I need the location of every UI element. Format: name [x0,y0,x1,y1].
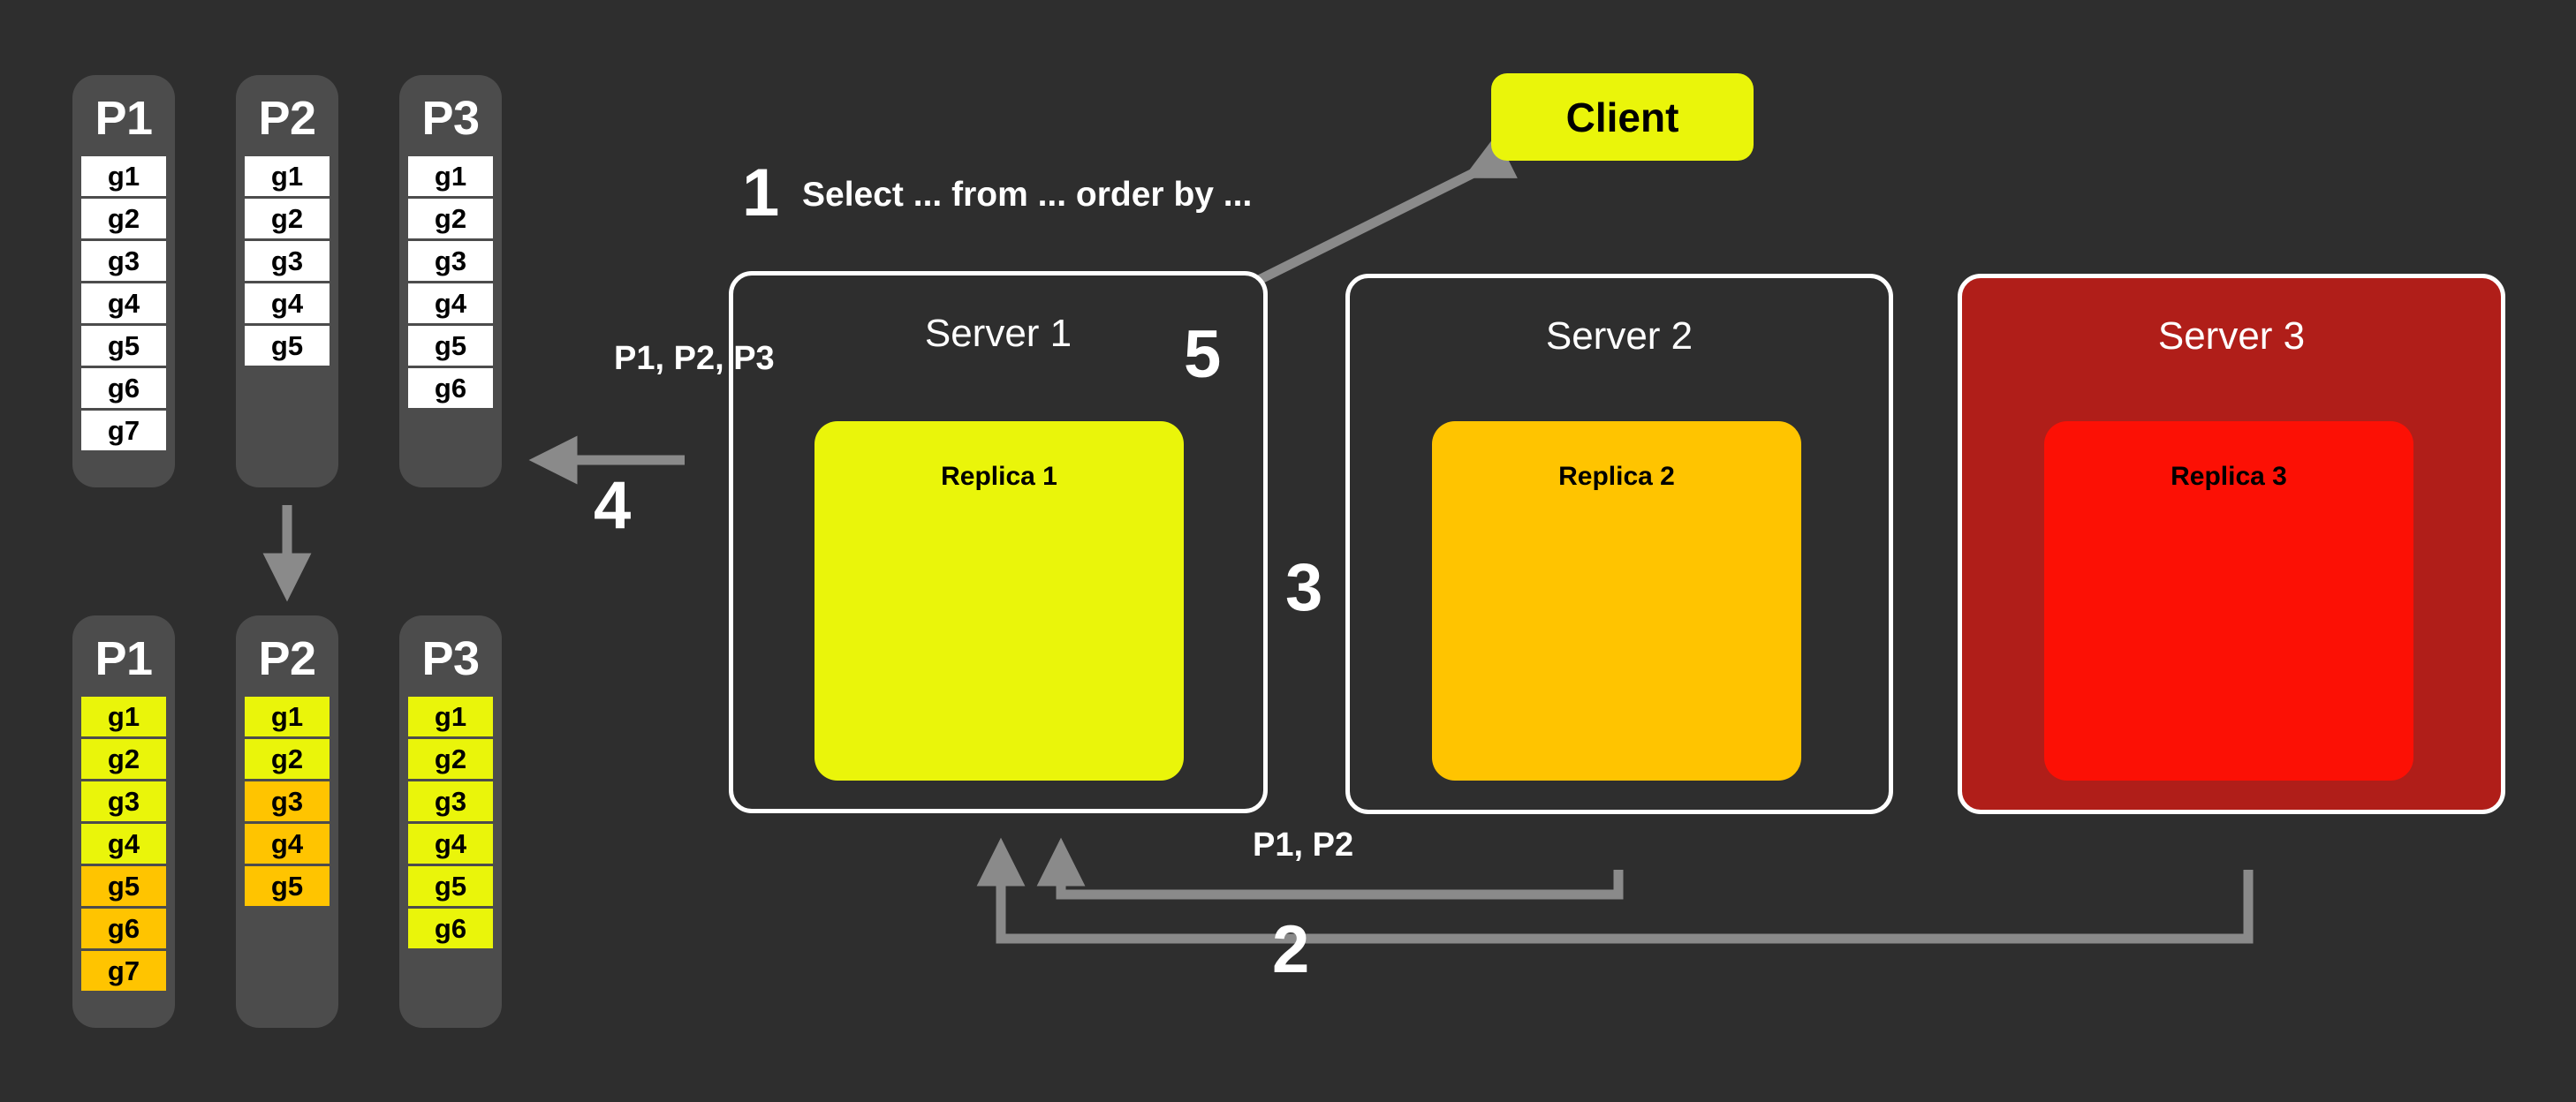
partition-cell: g7 [81,411,166,450]
replica-2-label: Replica 2 [1558,462,1675,491]
query-label: Select ... from ... order by ... [802,176,1253,214]
partition-title: P1 [95,92,153,145]
partition-cell: g2 [81,199,166,238]
step-number-5: 5 [1184,317,1222,392]
partition-title: P2 [258,632,316,685]
partition-cell: g5 [81,326,166,366]
partition-cell: g7 [81,951,166,991]
partition-cell: g2 [408,199,493,238]
partition-cell: g1 [81,697,166,736]
partition-cell: g1 [81,156,166,196]
step-number-4: 4 [594,468,632,543]
partition-cell: g1 [408,697,493,736]
partition-cell: g4 [245,824,330,864]
server-2-title: Server 2 [1545,314,1693,358]
replica-3-box[interactable]: Replica 3 [2044,421,2413,781]
partition-cells: g1 g2 g3 g4 g5 [236,697,338,906]
partition-cell: g3 [81,241,166,281]
partition-cell: g1 [245,697,330,736]
partition-cell: g5 [245,866,330,906]
partition-cell: g5 [408,866,493,906]
partition-cell: g4 [245,283,330,323]
partitions-all-label: P1, P2, P3 [614,340,775,377]
server-3-title: Server 3 [2157,314,2306,358]
step-number-1: 1 [742,155,780,230]
step-number-3: 3 [1285,550,1323,625]
partition-cell: g1 [245,156,330,196]
partition-cell: g2 [245,199,330,238]
partition-column-top-p1: P1 g1 g2 g3 g4 g5 g6 g7 [72,75,175,487]
partition-cells: g1 g2 g3 g4 g5 g6 g7 [72,697,175,991]
partition-title: P2 [258,92,316,145]
partition-cell: g5 [408,326,493,366]
replica-3-label: Replica 3 [2171,462,2287,491]
partition-cell: g3 [408,241,493,281]
partition-column-bottom-p2: P2 g1 g2 g3 g4 g5 [236,615,338,1028]
partition-column-top-p3: P3 g1 g2 g3 g4 g5 g6 [399,75,502,487]
partition-cell: g5 [245,326,330,366]
partition-title: P1 [95,632,153,685]
replica-2-box[interactable]: Replica 2 [1432,421,1801,781]
partition-cell: g6 [408,909,493,948]
partition-cell: g4 [81,824,166,864]
partition-cell: g6 [81,368,166,408]
partition-cell: g6 [81,909,166,948]
partition-cells: g1 g2 g3 g4 g5 g6 [399,156,502,408]
partition-cell: g2 [245,739,330,779]
partition-cells: g1 g2 g3 g4 g5 [236,156,338,366]
partition-title: P3 [421,92,480,145]
client-box[interactable]: Client [1491,73,1754,161]
partition-cell: g2 [408,739,493,779]
partition-cell: g5 [81,866,166,906]
partition-column-bottom-p3: P3 g1 g2 g3 g4 g5 g6 [399,615,502,1028]
partition-cell: g4 [408,283,493,323]
step2-inner-bracket-arrow [1036,837,1624,900]
partition-title: P3 [421,632,480,685]
partition-cells: g1 g2 g3 g4 g5 g6 g7 [72,156,175,450]
client-label: Client [1565,94,1679,140]
partition-column-top-p2: P2 g1 g2 g3 g4 g5 [236,75,338,487]
partition-cell: g4 [81,283,166,323]
partition-cell: g6 [408,368,493,408]
partition-cell: g3 [245,241,330,281]
server-1-title: Server 1 [924,312,1072,355]
partition-cell: g3 [245,781,330,821]
partition-cell: g3 [408,781,493,821]
partition-cells: g1 g2 g3 g4 g5 g6 [399,697,502,948]
partition-cell: g3 [81,781,166,821]
step2-outer-bracket-arrow [976,837,2254,944]
partition-cell: g2 [81,739,166,779]
partitions-two-label: P1, P2 [1253,826,1354,864]
replica-1-box[interactable]: Replica 1 [814,421,1184,781]
step-number-2: 2 [1272,912,1310,987]
partition-cell: g1 [408,156,493,196]
partition-column-bottom-p1: P1 g1 g2 g3 g4 g5 g6 g7 [72,615,175,1028]
partition-cell: g4 [408,824,493,864]
replica-1-label: Replica 1 [941,462,1057,491]
